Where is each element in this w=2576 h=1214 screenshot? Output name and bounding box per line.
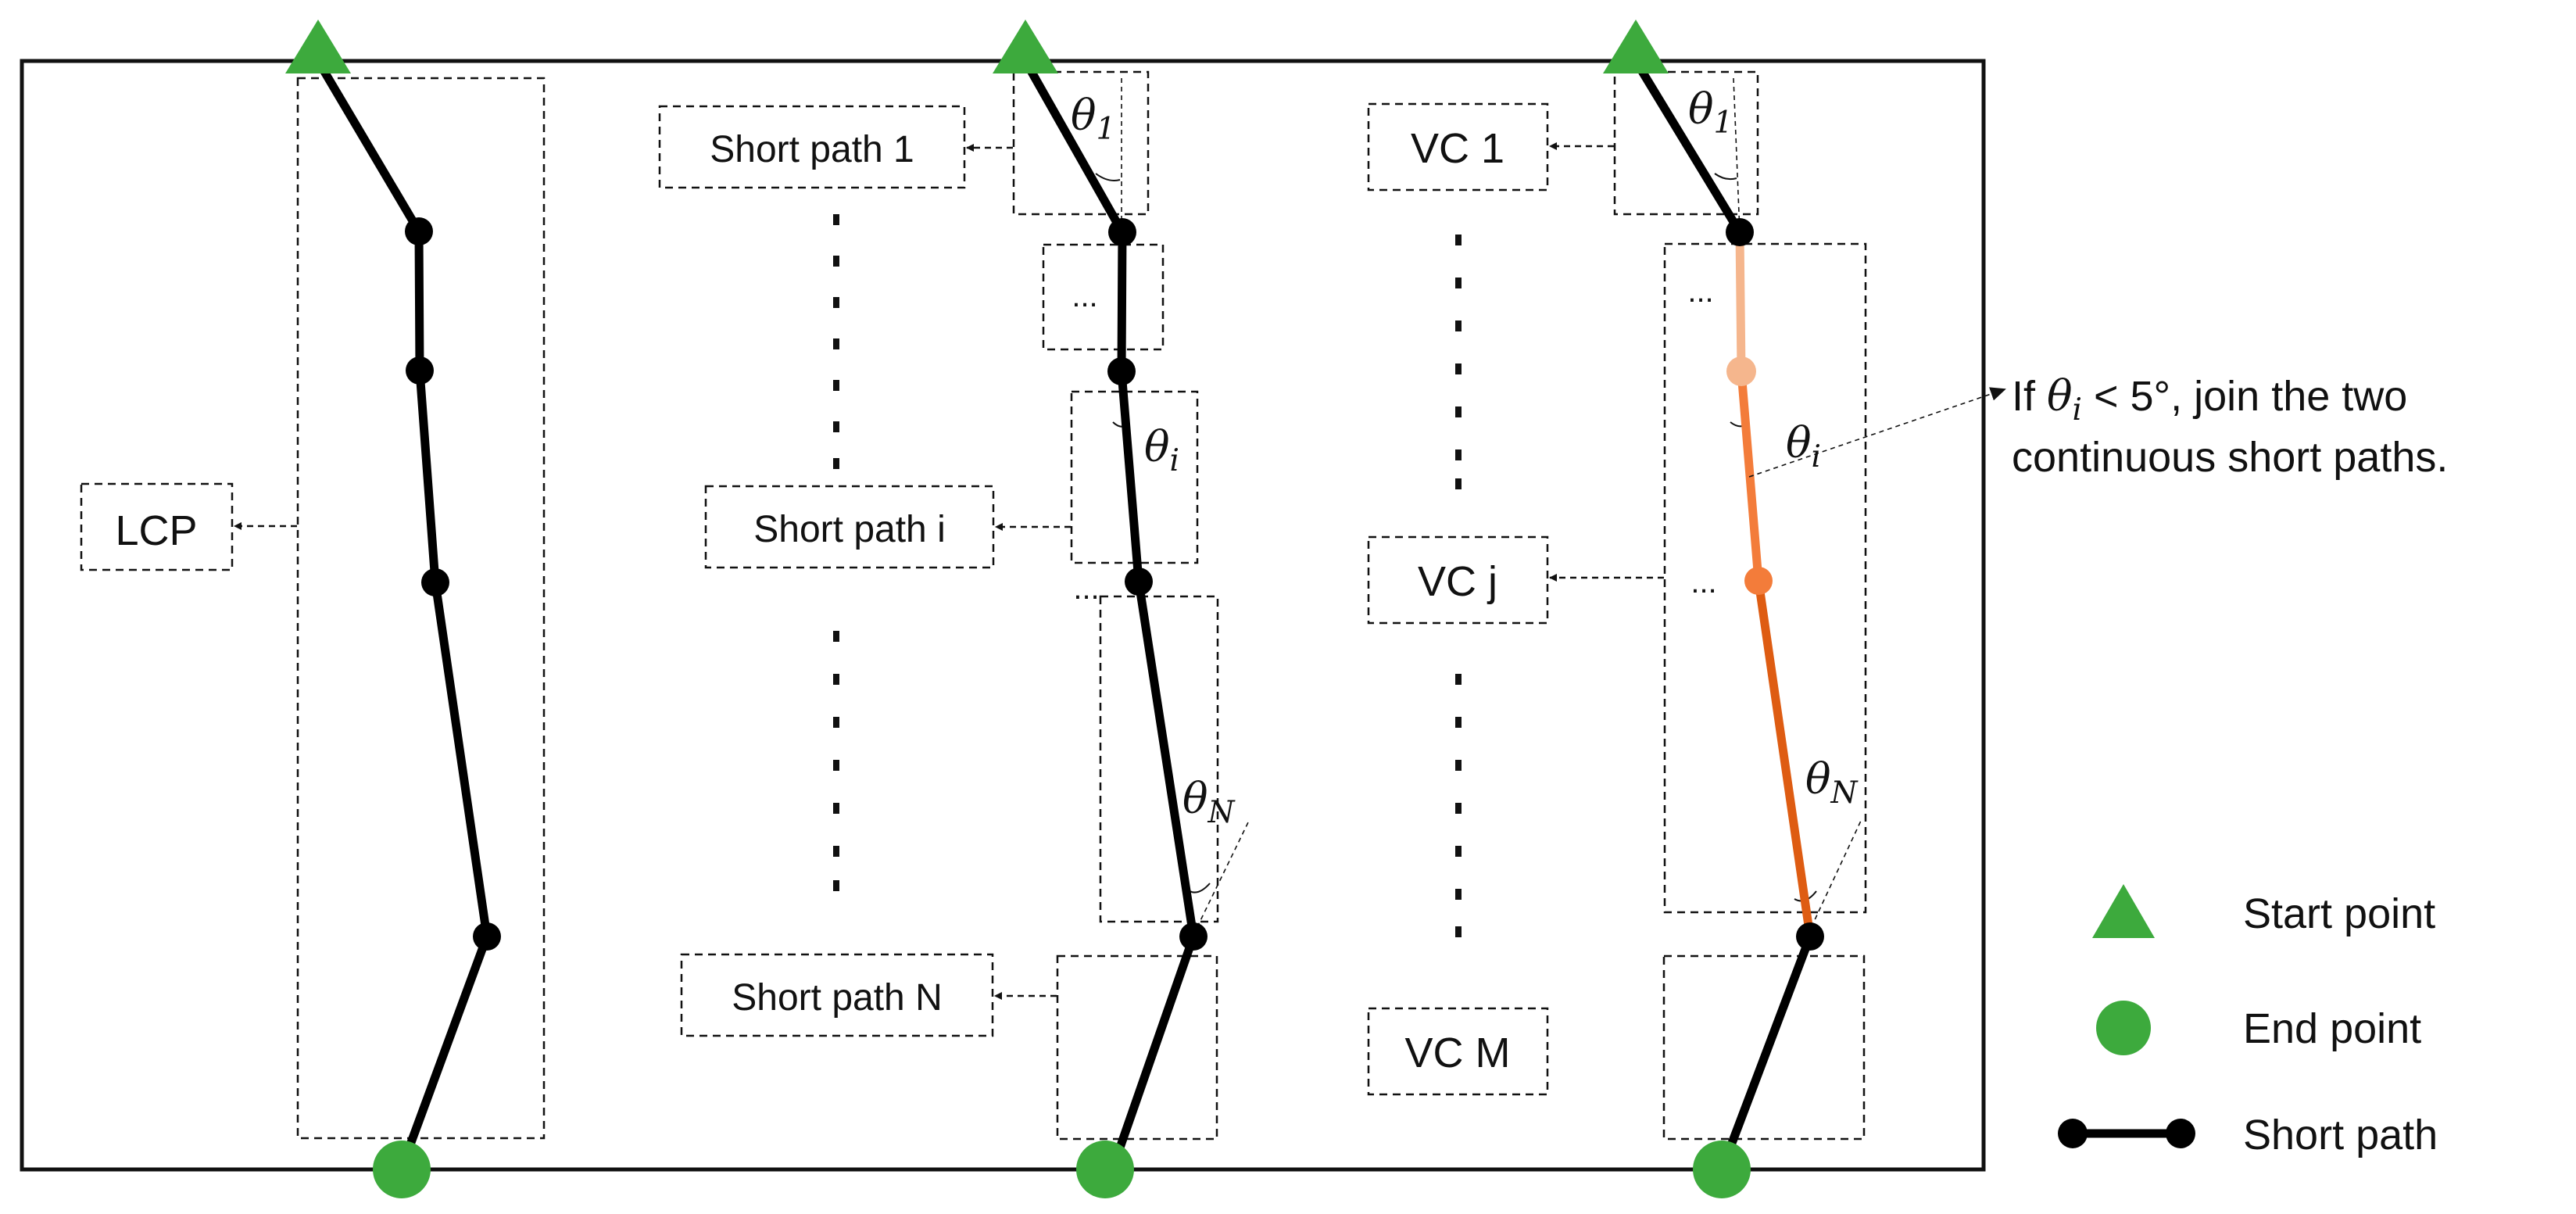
legend: Start point End point Short path <box>2058 884 2438 1158</box>
vc-theta-1-arc <box>1714 173 1737 181</box>
theta-n-label: θN <box>1182 774 1236 830</box>
legend-short-path-node <box>2058 1119 2088 1148</box>
panel-lcp: LCP <box>80 56 546 1173</box>
start-end-markers <box>285 20 1751 1198</box>
vc-node <box>1796 922 1824 951</box>
vc-node-light <box>1726 356 1756 386</box>
short-path-box-n <box>1056 954 1218 1141</box>
vc-box-m <box>1662 954 1866 1141</box>
short-path-node <box>1108 218 1136 246</box>
short-path-box-n-minus <box>1099 595 1219 923</box>
short-path-n-label: Short path N <box>732 977 942 1019</box>
start-point-icon <box>285 20 351 73</box>
theta-1-label: θ1 <box>1071 91 1115 147</box>
lcp-path <box>313 56 492 1173</box>
short-path-node <box>1125 568 1153 596</box>
vc-node-mid <box>1744 567 1773 595</box>
short-path-i-label-box <box>704 485 995 569</box>
vc-path-segment-dark <box>1754 576 1815 941</box>
end-point-icon <box>1076 1141 1134 1198</box>
lcp-node <box>421 568 449 596</box>
end-point-icon <box>1693 1141 1751 1198</box>
vertical-dots-upper <box>833 214 839 469</box>
vc-1-label: VC 1 <box>1411 125 1504 172</box>
vc-path-segment-light <box>1735 227 1746 376</box>
annotation-line-1: If θi < 5°, join the two <box>2012 371 2407 428</box>
theta-i-label: θi <box>1144 422 1179 478</box>
vc-vertical-dots-lower <box>1455 674 1462 937</box>
legend-end-icon <box>2096 1001 2151 1055</box>
short-path-i-label: Short path i <box>753 509 945 550</box>
legend-start-icon <box>2092 884 2155 938</box>
legend-start-label: Start point <box>2243 890 2435 937</box>
legend-short-path-node <box>2166 1119 2195 1148</box>
panel-vc: ... ... θ1 θi θN VC 1 VC j VC M <box>1367 56 1867 1173</box>
vertical-dots-lower <box>833 631 839 891</box>
vc-node <box>1726 218 1754 246</box>
vc-path-segment-end <box>1718 932 1815 1173</box>
vc-path-segment-start <box>1631 56 1744 237</box>
end-point-icon <box>373 1141 431 1198</box>
annotation-arrow <box>1748 387 2006 478</box>
vc-theta-1-reference-line <box>1733 77 1741 233</box>
lcp-node <box>473 922 501 951</box>
short-path-node <box>1107 357 1136 385</box>
annotation-line-2: continuous short paths. <box>2012 434 2448 481</box>
vc-theta-n-reference-line <box>1807 820 1862 936</box>
legend-end-label: End point <box>2243 1005 2421 1052</box>
lcp-dashed-region <box>296 77 546 1140</box>
lcp-label-box <box>80 482 234 571</box>
short-path-box-1 <box>1012 70 1150 216</box>
short-path-n-label-box <box>680 953 994 1037</box>
vc-ellipsis-label: ... <box>1687 274 1713 309</box>
short-path-chain <box>1021 56 1198 1173</box>
vc-box-1 <box>1613 70 1759 216</box>
vc-theta-i-label: θi <box>1786 418 1821 474</box>
lcp-node <box>406 356 434 385</box>
short-path-1-label-box <box>658 105 966 189</box>
vc-box-j <box>1663 242 1867 914</box>
short-path-node <box>1179 922 1208 951</box>
start-point-icon <box>993 20 1058 73</box>
vc-theta-n-label: θN <box>1805 754 1859 811</box>
panel-short-paths: ... ... θ1 θi θN Short path 1 Short path… <box>658 56 1250 1173</box>
short-path-box-ellipsis <box>1042 243 1165 351</box>
short-path-1-label: Short path 1 <box>710 129 914 170</box>
lcp-label: LCP <box>115 507 197 554</box>
legend-short-path-label: Short path <box>2243 1112 2438 1158</box>
vc-ellipsis-label: ... <box>1690 565 1716 600</box>
theta-1-arc <box>1095 173 1121 181</box>
ellipsis-label: ... <box>1072 279 1097 313</box>
theta-n-reference-line <box>1193 820 1250 936</box>
vc-m-label: VC M <box>1405 1030 1511 1076</box>
vc-theta-1-label: θ1 <box>1688 84 1733 141</box>
vc-j-label: VC j <box>1418 558 1497 605</box>
merge-annotation: If θi < 5°, join the two continuous shor… <box>1748 371 2448 481</box>
lcp-node <box>405 217 433 245</box>
ellipsis-label: ... <box>1073 571 1099 606</box>
outer-frame <box>20 59 1986 1172</box>
start-point-icon <box>1603 20 1669 73</box>
vc-vertical-dots-upper <box>1455 235 1462 489</box>
